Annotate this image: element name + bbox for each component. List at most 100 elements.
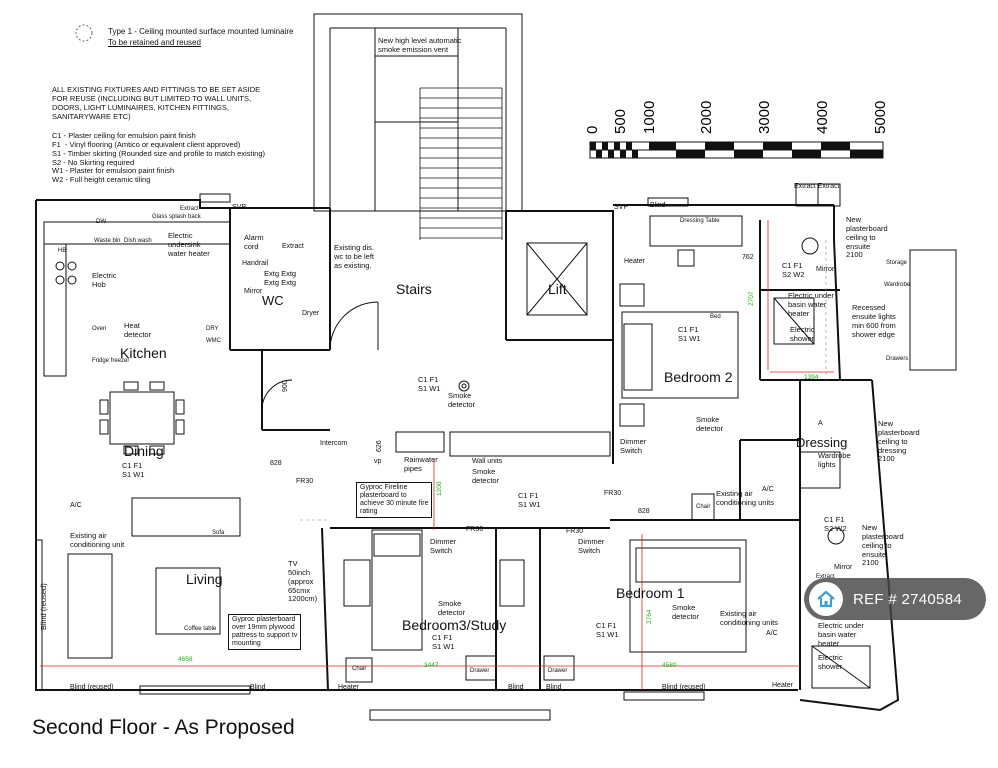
label-ac-bed1-unit: A/C xyxy=(766,630,778,637)
label-extract-kitchen: Extract xyxy=(180,206,199,212)
label-undersink-heater: Electric undersink water heater xyxy=(168,231,210,258)
label-dimmer-bed2: Dimmer Switch xyxy=(620,437,647,455)
home-icon xyxy=(809,582,843,616)
label-blind-reused-left: Blind (reused) xyxy=(39,583,48,630)
label-blind-bed2: Blind xyxy=(650,202,666,209)
label-wall-units: Wall units xyxy=(472,458,503,465)
label-drawers: Drawers xyxy=(886,356,909,362)
room-bedroom-3-study: Bedroom3/Study xyxy=(402,617,507,633)
label-hb: HB xyxy=(58,248,67,254)
reference-badge: REF # 2740584 xyxy=(804,578,986,620)
label-drawer-bed1: Drawer xyxy=(548,668,568,674)
scale-label-5000: 5000 xyxy=(872,101,889,134)
label-existing-wc: Existing dis. wc to be left as existing. xyxy=(334,243,375,270)
label-drawer-bed3: Drawer xyxy=(470,668,490,674)
label-heater-bed3: Heater xyxy=(338,684,360,691)
label-dimmer-bed3: Dimmer Switch xyxy=(430,537,457,555)
label-electric-under-basin: Electric under basin water heater xyxy=(788,291,834,318)
label-c1f1-ensuite-1: C1 F1 S2 W2 xyxy=(824,515,847,533)
room-dining: Dining xyxy=(124,443,164,459)
label-blind-living: Blind xyxy=(250,684,266,691)
scale-label-500: 500 xyxy=(612,109,629,134)
label-fr30-bed1-door: FR30 xyxy=(566,528,584,535)
room-lift: Lift xyxy=(548,281,567,297)
label-c1f1-hall: C1 F1 S1 W1 xyxy=(518,491,541,509)
label-electric-under-basin-1: Electric under basin water heater xyxy=(818,621,864,648)
label-mirror-wc: Mirror xyxy=(244,288,263,295)
label-handrail: Handrail xyxy=(242,260,269,267)
dim-900: 900 xyxy=(282,380,289,392)
label-wardrobe: Wardrobe xyxy=(884,282,911,288)
legend-type1-retained: To be retained and reused xyxy=(108,38,201,47)
label-fr30-bed1: FR30 xyxy=(604,490,622,497)
scale-label-2000: 2000 xyxy=(698,101,715,134)
label-fridge-freezer: Fridge freezer xyxy=(92,358,130,364)
label-coffee-table: Coffee table xyxy=(184,626,217,632)
scale-label-1000: 1000 xyxy=(641,101,658,134)
label-dryer: Dryer xyxy=(302,310,320,317)
scale-label-3000: 3000 xyxy=(756,101,773,134)
dim-1394: 1394 xyxy=(804,374,819,381)
label-fr30-living: FR30 xyxy=(296,478,314,485)
label-svp-wc: SVP xyxy=(232,204,247,211)
label-dw: DW xyxy=(96,219,106,225)
label-svp-bed2: SVP xyxy=(614,204,629,211)
dim-4658: 4658 xyxy=(178,656,193,663)
dim-828-bed1: 828 xyxy=(638,508,650,515)
label-tv: TV 50inch (approx 65cmx 1200cm) xyxy=(288,559,318,604)
scale-label-0: 0 xyxy=(584,126,601,134)
label-dressing-table: Dressing Table xyxy=(680,218,720,224)
label-dry: DRY xyxy=(206,326,219,332)
room-stairs: Stairs xyxy=(396,281,432,297)
label-chair-bed3: Chair xyxy=(352,666,367,672)
label-c1f1-bed2: C1 F1 S1 W1 xyxy=(678,325,701,343)
label-ac-bed2: Existing air conditioning units xyxy=(716,489,774,507)
label-extract-ensuite-1: Extract xyxy=(816,574,835,580)
label-smoke-landing: Smoke detector xyxy=(448,391,476,409)
label-mirror-ensuite: Mirror xyxy=(816,266,835,273)
label-extract-wc: Extract xyxy=(282,243,304,250)
label-blind-study: Blind xyxy=(508,684,524,691)
room-living: Living xyxy=(186,571,223,587)
dim-626: 626 xyxy=(376,440,383,452)
label-c1f1-landing: C1 F1 S1 W1 xyxy=(418,375,441,393)
label-chair-bed1: Chair xyxy=(696,504,711,510)
label-heater-bed2: Heater xyxy=(624,258,646,265)
dim-762: 762 xyxy=(742,254,754,261)
label-smoke-hall: Smoke detector xyxy=(472,467,500,485)
room-bedroom-1: Bedroom 1 xyxy=(616,585,685,601)
label-electric-shower: Electric shower xyxy=(790,325,815,343)
label-blind-reused-living: Blind (reused) xyxy=(70,684,114,691)
label-smoke-bed2: Smoke detector xyxy=(696,415,724,433)
label-new-plasterboard-ensuite-1: New plasterboard ceiling to ensuite 2100 xyxy=(862,523,904,568)
label-sofa: Sofa xyxy=(212,530,225,536)
label-glass-splash: Glass splash back xyxy=(152,214,201,220)
smoke-vent-note: New high level automatic smoke emission … xyxy=(378,36,462,54)
label-new-plasterboard-ensuite: New plasterboard ceiling to ensuite 2100 xyxy=(846,215,888,260)
dim-2764: 2764 xyxy=(646,609,653,624)
label-dish-wash: Dish wash xyxy=(124,238,152,244)
label-bed: Bed xyxy=(710,314,721,320)
dim-1200: 1200 xyxy=(436,481,443,496)
label-ac-bed1: Existing air conditioning units xyxy=(720,609,778,627)
label-waste-bin: Waste bin xyxy=(94,238,121,244)
label-ac-living: A/C xyxy=(70,502,82,509)
reference-text: REF # 2740584 xyxy=(853,590,962,608)
label-rainwater: Rainwater pipes xyxy=(404,455,438,473)
legend-type1: Type 1 - Ceiling mounted surface mounted… xyxy=(108,27,294,36)
room-kitchen: Kitchen xyxy=(120,345,167,361)
label-smoke-bed1: Smoke detector xyxy=(672,603,700,621)
label-storage: Storage xyxy=(886,260,908,266)
label-vp: vp xyxy=(374,458,382,465)
label-mirror-ensuite-1: Mirror xyxy=(834,564,853,571)
dim-4580: 4580 xyxy=(662,662,677,669)
room-wc: WC xyxy=(262,293,284,308)
legend-finish-codes: C1 - Plaster ceiling for emulsion paint … xyxy=(52,131,266,185)
label-extg: Extg Extg Extg Extg xyxy=(264,269,297,287)
label-electric-shower-1: Electric shower xyxy=(818,653,843,671)
label-wmc: WMC xyxy=(206,338,221,344)
label-alarm-cord: Alarm cord xyxy=(244,233,264,251)
note-gyproc-fireline: Gyproc Fireline plasterboard to achieve … xyxy=(356,482,433,519)
label-c1f1-dining: C1 F1 S1 W1 xyxy=(122,461,145,479)
